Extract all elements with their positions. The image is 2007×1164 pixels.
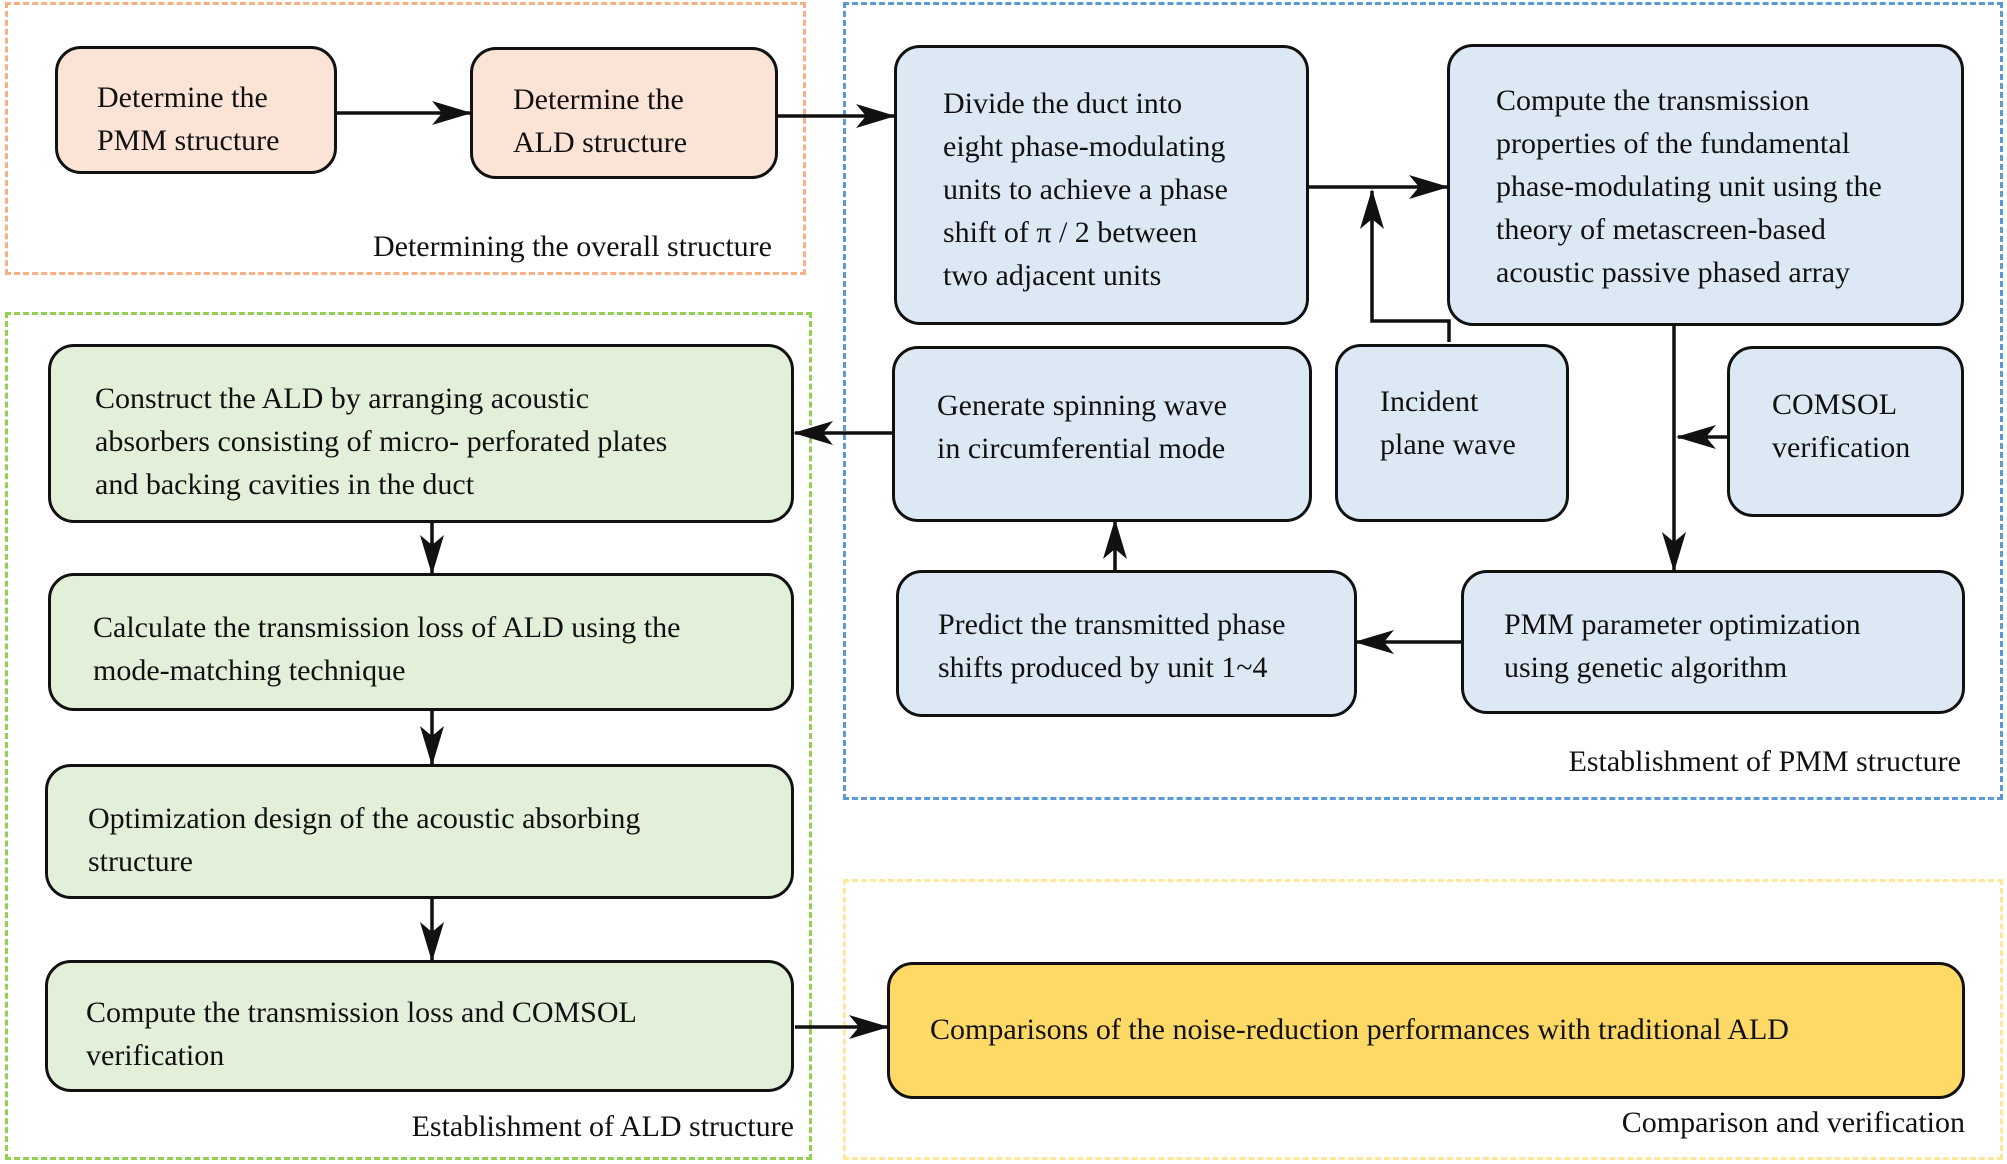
determine-pmm-structure-box: Determine the PMM structure (55, 46, 337, 174)
divide-duct-box: Divide the duct into eight phase-modulat… (894, 45, 1309, 325)
comparisons-box: Comparisons of the noise-reduction perfo… (887, 962, 1965, 1099)
group-comparison (843, 879, 2003, 1160)
text-line: absorbers consisting of micro- perforate… (95, 425, 668, 458)
text-line: PMM structure (97, 124, 280, 157)
construct-ald-box: Construct the ALD by arranging acoustic … (48, 344, 794, 523)
comsol-verification-box: COMSOL verification (1727, 346, 1964, 517)
text-line: Predict the transmitted phase (938, 608, 1286, 641)
text-line: in circumferential mode (937, 432, 1226, 465)
text-line: phase-modulating unit using the (1496, 170, 1882, 203)
text-line: Construct the ALD by arranging acoustic (95, 382, 590, 415)
text-line: two adjacent units (943, 259, 1162, 292)
optimization-design-box: Optimization design of the acoustic abso… (45, 764, 794, 899)
text-line: verification (1772, 431, 1911, 464)
text-line: Divide the duct into (943, 87, 1183, 120)
text-line: verification (86, 1039, 225, 1072)
group-overall-structure (5, 2, 806, 275)
group-pmm-structure (843, 2, 2003, 800)
text-line: Compute the transmission loss and COMSOL (86, 996, 637, 1029)
text-line: PMM parameter optimization (1504, 608, 1861, 641)
text-line: Compute the transmission (1496, 84, 1810, 117)
text-line: structure (88, 845, 193, 878)
group-label-overall: Determining the overall structure (372, 230, 772, 263)
calculate-transmission-loss-box: Calculate the transmission loss of ALD u… (48, 573, 794, 711)
text-line: COMSOL (1772, 388, 1898, 421)
text-line: Calculate the transmission loss of ALD u… (93, 611, 681, 644)
text-line: shift of π / 2 between (943, 216, 1198, 249)
text-line: plane wave (1380, 428, 1516, 461)
text-line: mode-matching technique (93, 654, 406, 687)
text-line: and backing cavities in the duct (95, 468, 475, 501)
text-line: theory of metascreen-based (1496, 213, 1826, 246)
compute-transmission-box: Compute the transmission properties of t… (1447, 44, 1964, 326)
arrow-incident-up (1360, 189, 1451, 342)
generate-spinning-wave-box: Generate spinning wave in circumferentia… (892, 346, 1312, 522)
pmm-parameter-optimization-box: PMM parameter optimization using genetic… (1461, 570, 1965, 714)
text-line: eight phase-modulating (943, 130, 1226, 163)
text-line: Comparisons of the noise-reduction perfo… (930, 1013, 1789, 1046)
group-ald-structure (5, 312, 812, 1160)
text-line: Generate spinning wave (937, 389, 1227, 422)
group-label-comparison: Comparison and verification (1621, 1106, 1965, 1139)
text-line: ALD structure (513, 126, 688, 159)
text-line: units to achieve a phase (943, 173, 1228, 206)
incident-plane-wave-box: Incident plane wave (1335, 344, 1569, 522)
text-line: Determine the (97, 81, 268, 114)
text-line: Incident (1380, 385, 1479, 418)
text-line: Determine the (513, 83, 684, 116)
determine-ald-structure-box: Determine the ALD structure (470, 47, 778, 179)
text-line: shifts produced by unit 1~4 (938, 651, 1268, 684)
text-line: using genetic algorithm (1504, 651, 1788, 684)
compute-tl-comsol-box: Compute the transmission loss and COMSOL… (45, 960, 794, 1092)
text-line: properties of the fundamental (1496, 127, 1851, 160)
text-line: Optimization design of the acoustic abso… (88, 802, 641, 835)
group-label-ald: Establishment of ALD structure (411, 1110, 794, 1143)
predict-phase-shifts-box: Predict the transmitted phase shifts pro… (896, 570, 1357, 717)
group-label-pmm: Establishment of PMM structure (1568, 745, 1961, 778)
text-line: acoustic passive phased array (1496, 256, 1851, 289)
